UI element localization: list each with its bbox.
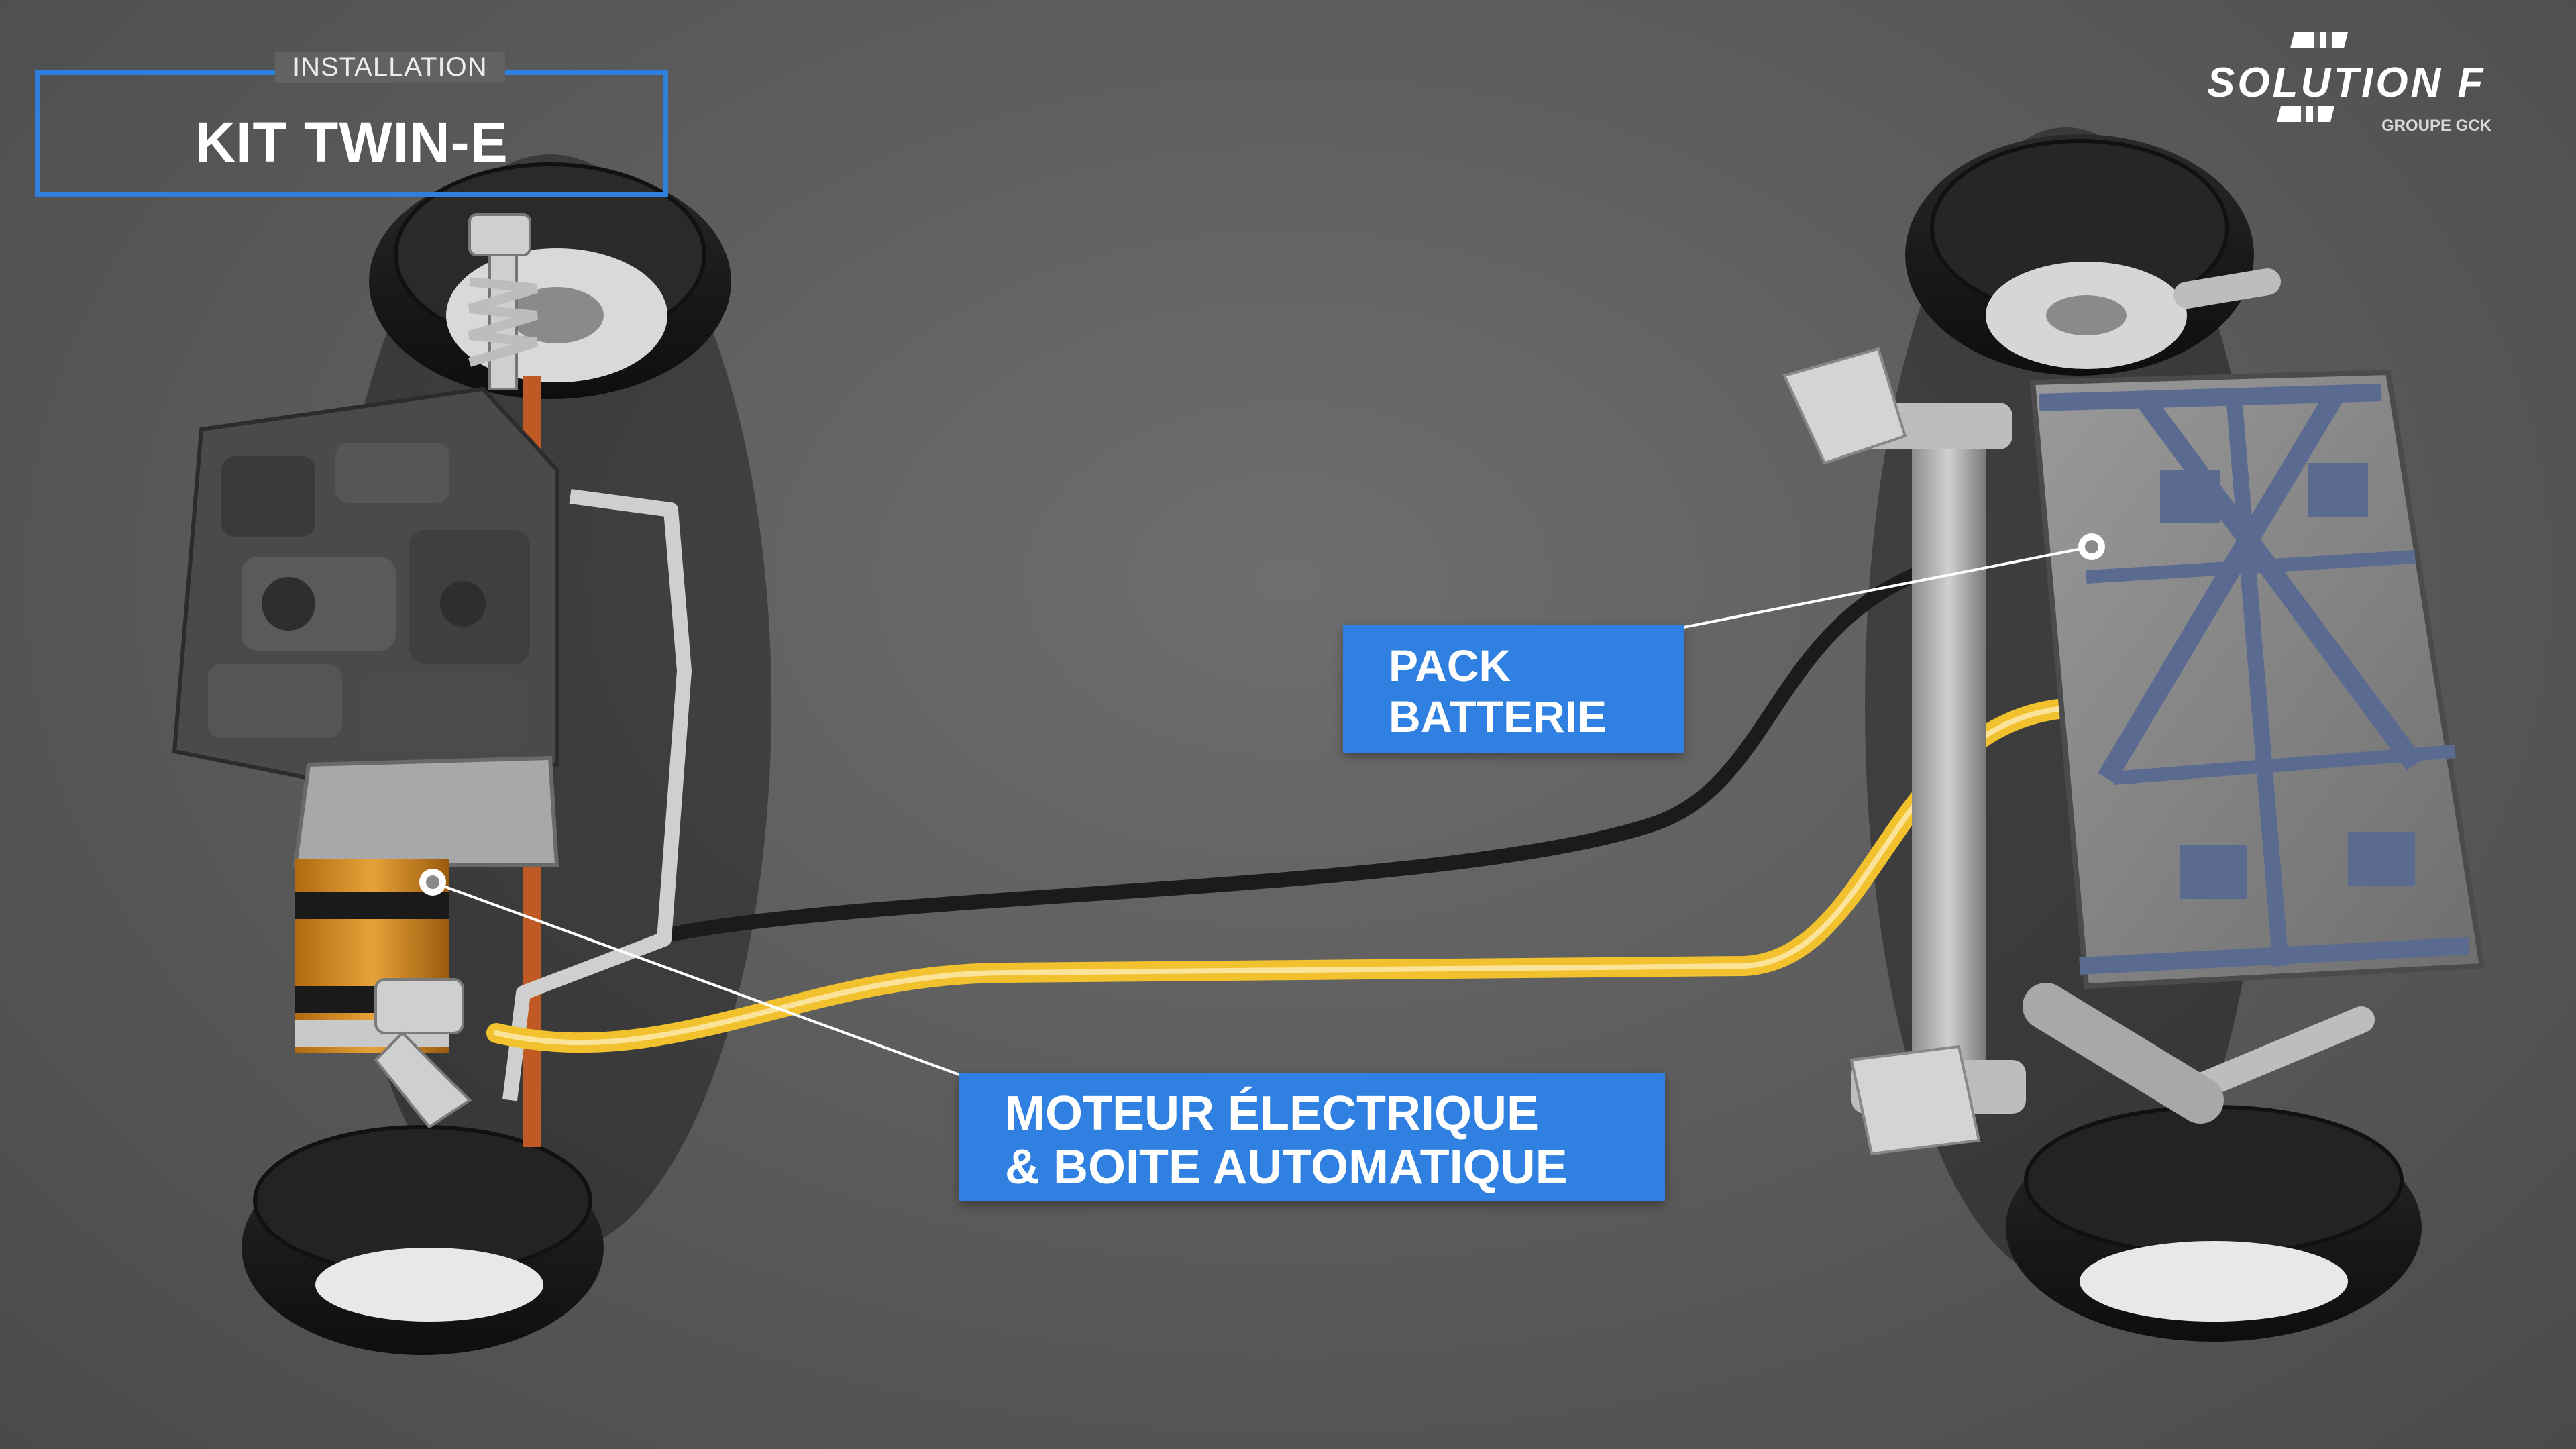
battery-label-line1: PACK (1389, 641, 1511, 690)
motor-label-line1: MOTEUR ÉLECTRIQUE (1005, 1087, 1540, 1140)
page-title: KIT TWIN-E (195, 111, 508, 174)
black-cable (657, 556, 1953, 943)
gearbox (292, 755, 559, 867)
rear-top-wheel (1905, 134, 2254, 376)
front-bottom-wheel (241, 1125, 604, 1355)
battery-pack (2029, 369, 2485, 989)
title-box: INSTALLATION KIT TWIN-E (35, 52, 668, 197)
front-top-wheel (369, 162, 731, 399)
rear-bottom-wheel (2006, 1105, 2422, 1342)
logo-group: GROUPE GCK (2381, 117, 2492, 135)
motor-label-line2: & BOITE AUTOMATIQUE (1005, 1140, 1568, 1194)
rear-axle (1782, 134, 2422, 1342)
title-eyebrow: INSTALLATION (275, 52, 505, 83)
battery-pack-label: PACK BATTERIE (1343, 625, 1684, 753)
leader-lines (432, 545, 2092, 1076)
callout-dots (419, 533, 2105, 896)
engine-block (172, 386, 559, 781)
brand-logo: SOLUTION F GROUPE GCK (2194, 32, 2516, 146)
front-axle (172, 162, 731, 1355)
logo-stripes-icon (2277, 32, 2348, 122)
logo-name: SOLUTION F (2207, 60, 2486, 106)
battery-label-line2: BATTERIE (1389, 692, 1607, 741)
motor-label: MOTEUR ÉLECTRIQUE & BOITE AUTOMATIQUE (959, 1073, 1665, 1201)
